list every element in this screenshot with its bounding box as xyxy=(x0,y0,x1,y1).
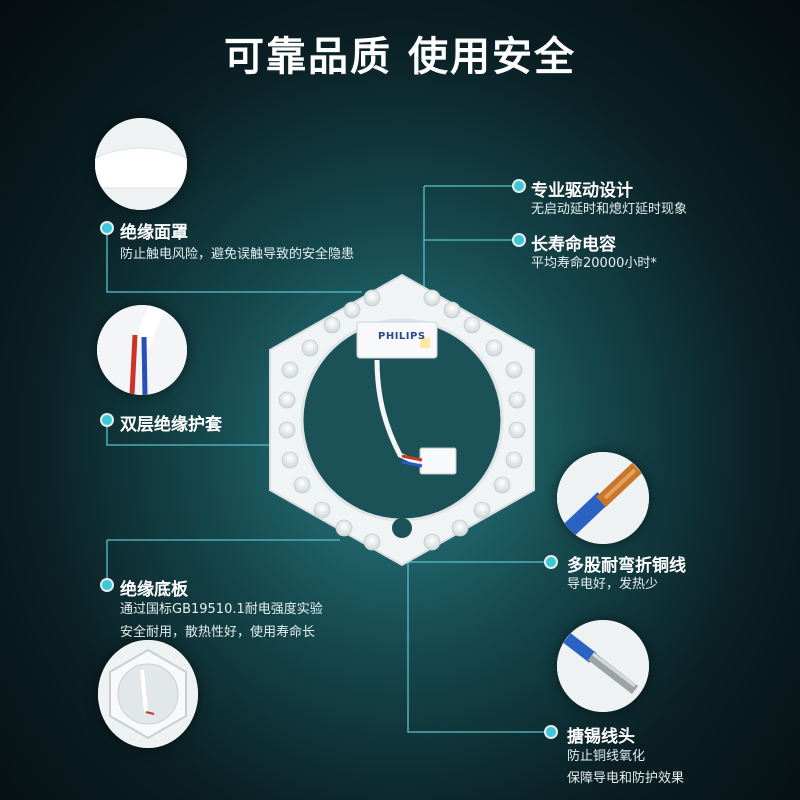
base-dot xyxy=(102,580,112,590)
tin-desc-2: 保障导电和防护效果 xyxy=(567,771,685,786)
tin-thumbnail xyxy=(557,620,649,712)
brand-label: PHILIPS xyxy=(378,331,426,342)
base-desc-1: 通过国标GB19510.1耐电强度实验 xyxy=(120,602,323,617)
driver-desc: 无启动延时和熄灯延时现象 xyxy=(531,202,688,217)
cover-desc: 防止触电风险，避免误触导致的安全隐患 xyxy=(120,247,355,262)
base-thumbnail xyxy=(98,640,198,748)
cover-label: 绝缘面罩 xyxy=(120,223,188,243)
driver-box xyxy=(356,321,438,359)
tin-desc-1: 防止铜线氧化 xyxy=(567,749,646,764)
copper-label: 多股耐弯折铜线 xyxy=(567,556,686,576)
connector-block xyxy=(419,447,457,475)
cover-dot xyxy=(102,223,112,233)
tin-label: 搪锡线头 xyxy=(567,727,635,747)
lifespan-dot xyxy=(514,235,524,245)
page-title: 可靠品质 使用安全 xyxy=(224,34,576,80)
base-desc-2: 安全耐用，散热性好，使用寿命长 xyxy=(120,625,316,640)
driver-label: 专业驱动设计 xyxy=(531,181,633,201)
copper-desc: 导电好，发热少 xyxy=(567,577,659,592)
led-module xyxy=(269,273,535,567)
copper-dot xyxy=(546,557,556,567)
sleeve-thumbnail xyxy=(97,305,187,395)
sleeve-dot xyxy=(102,415,112,425)
lifespan-desc: 平均寿命20000小时* xyxy=(531,256,657,271)
cover-thumbnail xyxy=(95,118,187,210)
tin-dot xyxy=(546,727,556,737)
lifespan-label: 长寿命电容 xyxy=(531,235,616,255)
sleeve-label: 双层绝缘护套 xyxy=(120,415,222,435)
copper-thumbnail xyxy=(557,452,649,544)
driver-dot xyxy=(514,181,524,191)
base-label: 绝缘底板 xyxy=(120,580,188,600)
